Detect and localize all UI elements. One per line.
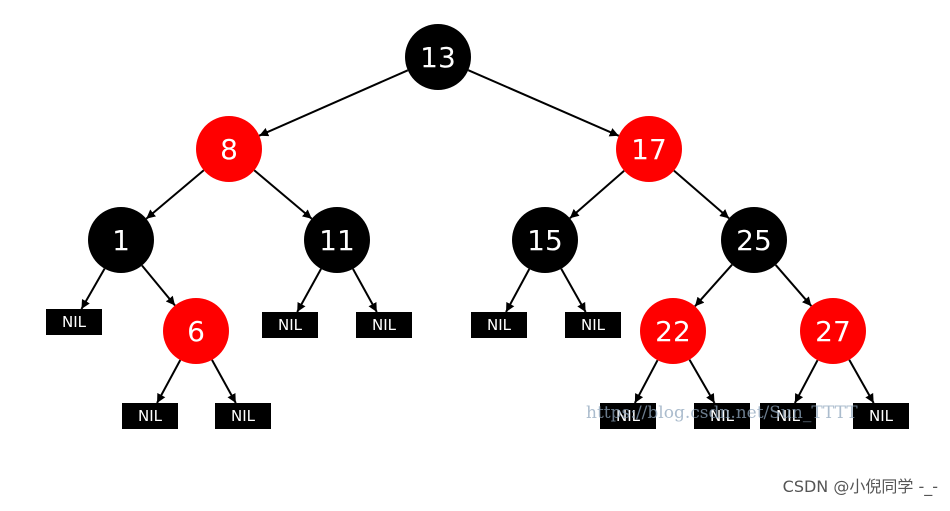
nil-box xyxy=(471,312,527,338)
node-value: 27 xyxy=(815,315,851,348)
node-value: 1 xyxy=(112,224,130,257)
edge-n15-nil6 xyxy=(505,268,531,313)
nil-box xyxy=(565,312,621,338)
nil-box xyxy=(600,403,656,429)
nil-leaf: NIL xyxy=(565,312,621,338)
watermark-image-text: https://blog.csdn.net/Sun_TTTT xyxy=(586,403,858,423)
nil-label: NIL xyxy=(710,407,735,425)
nil-box xyxy=(356,312,412,338)
nil-box xyxy=(122,403,178,429)
edge-n13-n8 xyxy=(258,69,409,137)
node-circle-black xyxy=(88,207,154,273)
edge-n17-n15 xyxy=(569,169,625,220)
nil-label: NIL xyxy=(616,407,641,425)
watermark-url-text: https://blog.csdn.net/Sun_TTTT xyxy=(586,403,858,423)
edge-n15-nil7 xyxy=(560,268,587,313)
nil-label: NIL xyxy=(231,407,256,425)
tree-node-27: 27 xyxy=(800,298,866,364)
nil-leaf: NIL xyxy=(471,312,527,338)
node-circle-black xyxy=(721,207,787,273)
node-circle-red xyxy=(800,298,866,364)
tree-node-22: 22 xyxy=(640,298,706,364)
nil-label: NIL xyxy=(278,316,303,334)
nil-leaf: NIL xyxy=(853,403,909,429)
edge-n27-nil11 xyxy=(848,359,875,404)
nil-label: NIL xyxy=(776,407,801,425)
edge-n27-nil10 xyxy=(793,359,819,404)
nil-label: NIL xyxy=(487,316,512,334)
nil-box xyxy=(262,312,318,338)
node-value: 11 xyxy=(319,224,355,257)
nil-leaf: NIL xyxy=(600,403,656,429)
nil-box xyxy=(46,309,102,335)
nil-leaf: NIL xyxy=(215,403,271,429)
node-value: 17 xyxy=(631,133,667,166)
tree-node-6: 6 xyxy=(163,298,229,364)
tree-node-1: 1 xyxy=(88,207,154,273)
node-circle-black xyxy=(512,207,578,273)
nil-label: NIL xyxy=(372,316,397,334)
tree-node-11: 11 xyxy=(304,207,370,273)
node-value: 13 xyxy=(420,41,456,74)
edge-n1-nil1 xyxy=(80,268,106,310)
edge-n11-nil4 xyxy=(296,268,322,313)
node-circle-red xyxy=(616,116,682,182)
nil-box xyxy=(694,403,750,429)
edges xyxy=(80,69,875,404)
tree-node-17: 17 xyxy=(616,116,682,182)
edge-n13-n17 xyxy=(467,69,620,137)
node-value: 22 xyxy=(655,315,691,348)
node-circle-red xyxy=(163,298,229,364)
edge-n22-nil8 xyxy=(633,359,659,404)
tree-node-8: 8 xyxy=(196,116,262,182)
nil-label: NIL xyxy=(138,407,163,425)
edge-n6-nil2 xyxy=(156,359,182,404)
nil-leaf: NIL xyxy=(46,309,102,335)
edge-n8-n1 xyxy=(145,169,205,220)
node-circle-black xyxy=(405,24,471,90)
nil-leaf: NIL xyxy=(122,403,178,429)
node-value: 25 xyxy=(736,224,772,257)
edge-n25-n27 xyxy=(774,264,813,307)
edge-n17-n25 xyxy=(673,169,730,220)
node-value: 15 xyxy=(527,224,563,257)
edge-n11-nil5 xyxy=(352,268,378,313)
nil-box xyxy=(760,403,816,429)
node-circle-red xyxy=(196,116,262,182)
nil-leaf: NIL xyxy=(356,312,412,338)
nil-label: NIL xyxy=(581,316,606,334)
nil-label: NIL xyxy=(62,313,87,331)
node-circle-black xyxy=(304,207,370,273)
edge-n25-n22 xyxy=(694,263,733,308)
tree-node-13: 13 xyxy=(405,24,471,90)
nil-leaf: NIL xyxy=(760,403,816,429)
tree-node-25: 25 xyxy=(721,207,787,273)
nil-box xyxy=(215,403,271,429)
edge-n8-n11 xyxy=(253,169,313,220)
node-value: 8 xyxy=(220,133,238,166)
edge-n1-n6 xyxy=(141,264,176,307)
tree-node-15: 15 xyxy=(512,207,578,273)
credit-watermark: CSDN @小倪同学 -_- xyxy=(782,477,938,496)
node-value: 6 xyxy=(187,315,205,348)
nil-box xyxy=(853,403,909,429)
nil-leaves: NIL NIL NIL NIL NIL NIL NIL NIL NIL NIL NIL xyxy=(46,309,909,429)
edge-n22-nil9 xyxy=(688,359,716,404)
nil-label: NIL xyxy=(869,407,894,425)
edge-n6-nil3 xyxy=(211,359,237,404)
nil-leaf: NIL xyxy=(694,403,750,429)
node-circle-red xyxy=(640,298,706,364)
nil-leaf: NIL xyxy=(262,312,318,338)
